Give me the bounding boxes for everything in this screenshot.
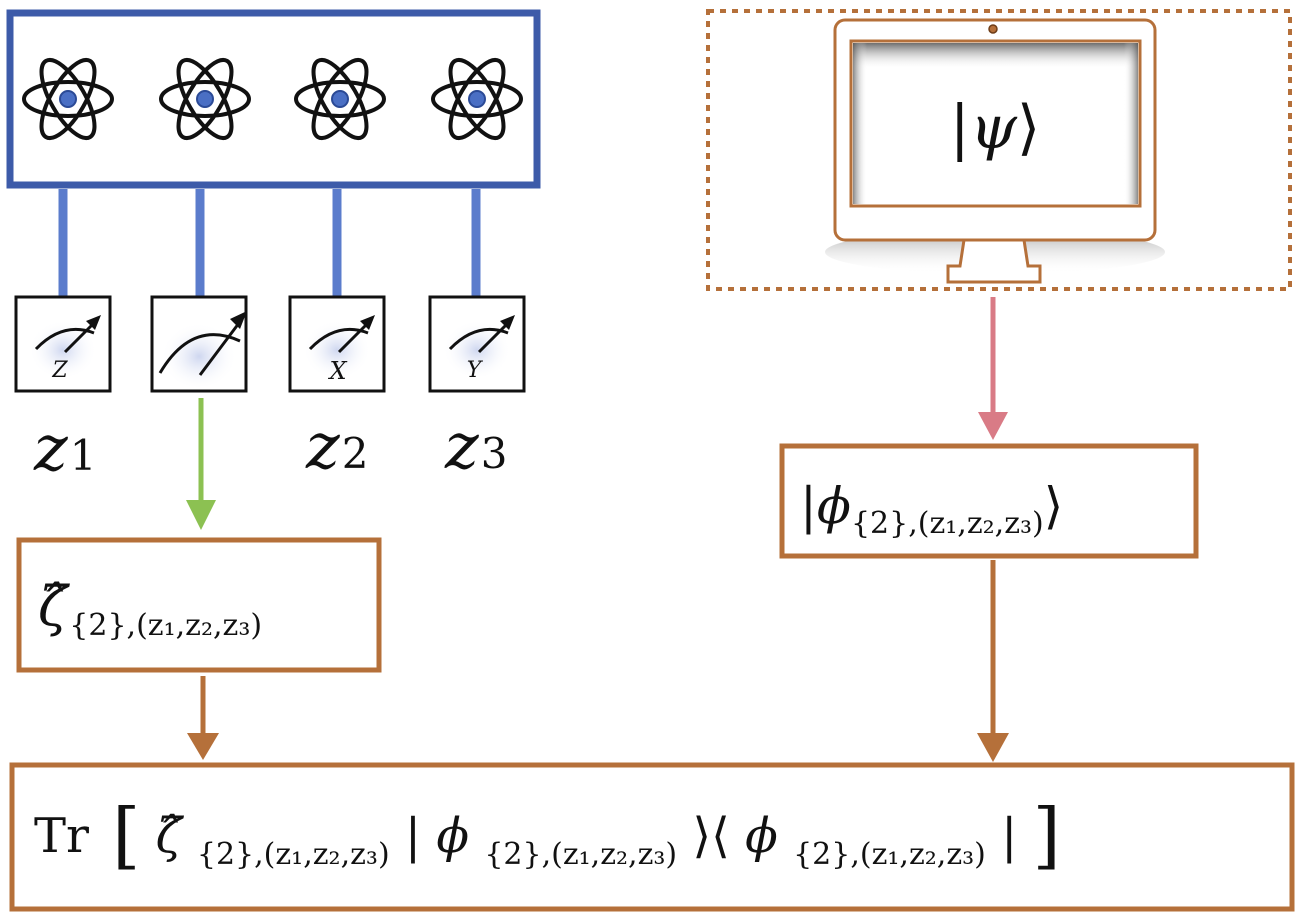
atom-icon-2	[159, 57, 251, 141]
meter-needle-icon	[86, 315, 101, 330]
outcome-label-1: z1	[33, 412, 96, 486]
estimator-arrowhead-icon	[187, 733, 219, 760]
meter-dial-icon	[34, 327, 95, 351]
outcome-label-2: z2	[305, 410, 368, 484]
meter-needle-icon	[360, 315, 375, 330]
green-arrowhead-icon	[186, 500, 216, 530]
nucleus-icon	[196, 90, 214, 108]
nucleus-icon	[468, 90, 486, 108]
atom-icon-1	[22, 57, 114, 141]
meter-basis-label: Z	[51, 358, 68, 383]
nucleus-icon	[59, 90, 77, 108]
meter-4: Y	[428, 295, 526, 393]
meter-3: X	[288, 295, 386, 393]
trace-operator: Tr	[34, 808, 89, 864]
meter-dial-icon	[448, 327, 509, 351]
estimator-label: ζ̂{2},(z₁,z₂,z₃)	[38, 575, 262, 643]
phi-state-box	[779, 443, 1199, 559]
meter-2	[150, 295, 248, 393]
monitor-stand-icon	[946, 238, 1042, 284]
state-ket-label: |ψ⟩	[950, 93, 1041, 163]
meter-1: Z	[14, 295, 112, 393]
outcome-label-3: z3	[444, 410, 507, 484]
phi-arrowhead-icon	[977, 733, 1009, 762]
computer-frame	[706, 9, 1292, 291]
meter-needle-icon	[230, 311, 247, 329]
webcam-icon	[988, 24, 998, 34]
phi-state-label: |ϕ{2},(z₁,z₂,z₃)⟩	[800, 477, 1063, 541]
meter-dial-icon	[308, 327, 369, 351]
meter-basis-label: X	[327, 357, 347, 385]
nucleus-icon	[331, 90, 349, 108]
trace-expression: Tr [ ζ̂ {2},(z₁,z₂,z₃) | ϕ {2},(z₁,z₂,z₃…	[34, 793, 1061, 877]
computer-icon: |ψ⟩	[825, 18, 1165, 284]
estimator-box	[16, 537, 382, 673]
meter-basis-label: Y	[467, 358, 484, 383]
meter-needle-icon	[500, 315, 515, 330]
pink-arrowhead-icon	[978, 412, 1008, 440]
trace-box	[9, 762, 1295, 912]
atom-register-box	[6, 9, 541, 189]
